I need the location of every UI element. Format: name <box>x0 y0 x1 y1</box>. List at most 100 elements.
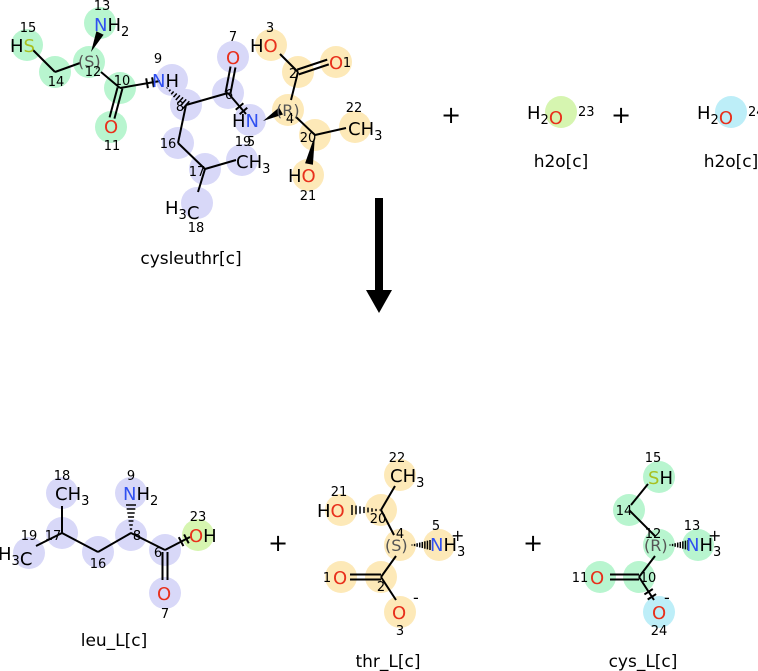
stereo-descriptor: (S) <box>78 52 101 71</box>
atom-index: 9 <box>154 52 162 67</box>
bond-cleavage-mark <box>643 588 654 596</box>
atom-index: 22 <box>389 451 406 466</box>
single-bond <box>279 53 299 73</box>
atom-index: 16 <box>160 137 177 152</box>
plus-sign: + <box>268 529 288 557</box>
hash-bond <box>172 92 178 98</box>
atom-highlight <box>46 477 78 509</box>
atom-index: 13 <box>94 0 111 14</box>
atom-highlight <box>149 577 181 609</box>
atom-highlight <box>292 159 324 191</box>
molecule-name-h2o: h2o[c] <box>534 152 589 172</box>
atom-highlight <box>115 477 147 509</box>
atom-index: 17 <box>189 165 206 180</box>
molecule-name-leu: leu_L[c] <box>81 631 148 651</box>
wedge-bond <box>263 107 283 121</box>
molecule-name-thr: thr_L[c] <box>355 652 420 671</box>
atom-highlight <box>423 529 455 561</box>
atom-highlight <box>643 461 675 493</box>
atom-index: 11 <box>104 139 121 154</box>
atom-label: OH <box>189 526 217 547</box>
atom-index: 8 <box>133 529 141 544</box>
atom-index: 20 <box>370 512 387 527</box>
atom-label: CH3 <box>55 484 89 509</box>
atom-highlight <box>325 561 357 593</box>
atom-index: 16 <box>90 557 107 572</box>
atom-label: HO <box>317 501 345 522</box>
atom-highlight <box>715 96 747 128</box>
plus-sign: + <box>441 101 461 129</box>
atom-label: CH3 <box>348 119 382 144</box>
bond-cleavage-mark <box>647 593 657 601</box>
atom-highlight <box>682 529 714 561</box>
atom-charge: - <box>413 588 419 607</box>
bond-cleavage-mark <box>177 536 185 547</box>
atom-highlight <box>73 46 105 78</box>
single-bond <box>177 142 206 170</box>
single-bond <box>380 576 397 601</box>
atom-index: 21 <box>331 485 348 500</box>
single-bond <box>630 483 649 506</box>
atom-highlight <box>320 46 352 78</box>
atom-highlight <box>156 64 188 96</box>
single-bond <box>290 71 299 101</box>
atom-index: 6 <box>225 88 233 103</box>
single-bond <box>638 555 656 578</box>
atom-charge: - <box>664 588 670 607</box>
hash-bond <box>170 91 175 95</box>
atom-label: H2O <box>527 103 563 129</box>
double-bond <box>229 67 237 94</box>
atom-index: 6 <box>154 546 162 561</box>
atom-label: H2O <box>697 103 733 129</box>
single-bond <box>185 92 229 106</box>
atom-index: 12 <box>85 65 102 80</box>
atom-highlight <box>384 459 416 491</box>
hash-bond <box>166 87 168 89</box>
atom-label: CH3 <box>236 152 270 177</box>
atom-index: 4 <box>396 527 404 542</box>
atom-index: 4 <box>286 112 294 127</box>
single-bond <box>380 555 397 578</box>
single-bond <box>197 168 206 193</box>
double-bond <box>296 58 328 71</box>
atom-highlight <box>339 111 371 143</box>
atom-index: 23 <box>578 105 595 120</box>
atom-index: 7 <box>229 30 237 45</box>
single-bond <box>380 509 395 536</box>
atom-highlight <box>384 596 416 628</box>
double-bond <box>298 63 330 76</box>
bond-cleavage-mark <box>151 77 155 88</box>
atom-label: O <box>652 603 666 624</box>
atom-label: NH2 <box>94 15 129 40</box>
molecule-name-h2o: h2o[c] <box>704 152 758 172</box>
single-bond <box>54 62 81 73</box>
atom-label: H3C <box>165 198 199 224</box>
atom-label: O <box>333 568 347 589</box>
atom-index: 8 <box>176 100 184 115</box>
stereo-descriptor: (R) <box>644 536 668 555</box>
atom-index: 2 <box>377 580 385 595</box>
atom-highlight <box>84 7 116 39</box>
atom-charge: + <box>708 526 721 545</box>
atom-highlight <box>255 29 287 61</box>
atom-index: 14 <box>48 75 65 90</box>
atom-index: 9 <box>127 469 135 484</box>
single-bond <box>177 104 187 144</box>
reaction-arrow <box>366 198 392 313</box>
atom-label: HN <box>232 111 259 132</box>
atom-label: O <box>226 48 240 69</box>
hash-bond <box>168 89 172 92</box>
bonds <box>32 31 689 601</box>
hash-bond <box>177 96 184 104</box>
atom-index: 2 <box>289 67 297 82</box>
wedge-bond <box>91 31 104 52</box>
atom-highlight <box>643 529 675 561</box>
single-bond <box>97 532 132 553</box>
atom-label: O <box>329 53 343 74</box>
bond-cleavage-mark <box>235 102 244 111</box>
atom-highlight <box>384 529 416 561</box>
single-bond <box>61 532 99 553</box>
single-bond <box>32 49 56 73</box>
atom-label: O <box>157 584 171 605</box>
atom-index: 11 <box>572 571 589 586</box>
